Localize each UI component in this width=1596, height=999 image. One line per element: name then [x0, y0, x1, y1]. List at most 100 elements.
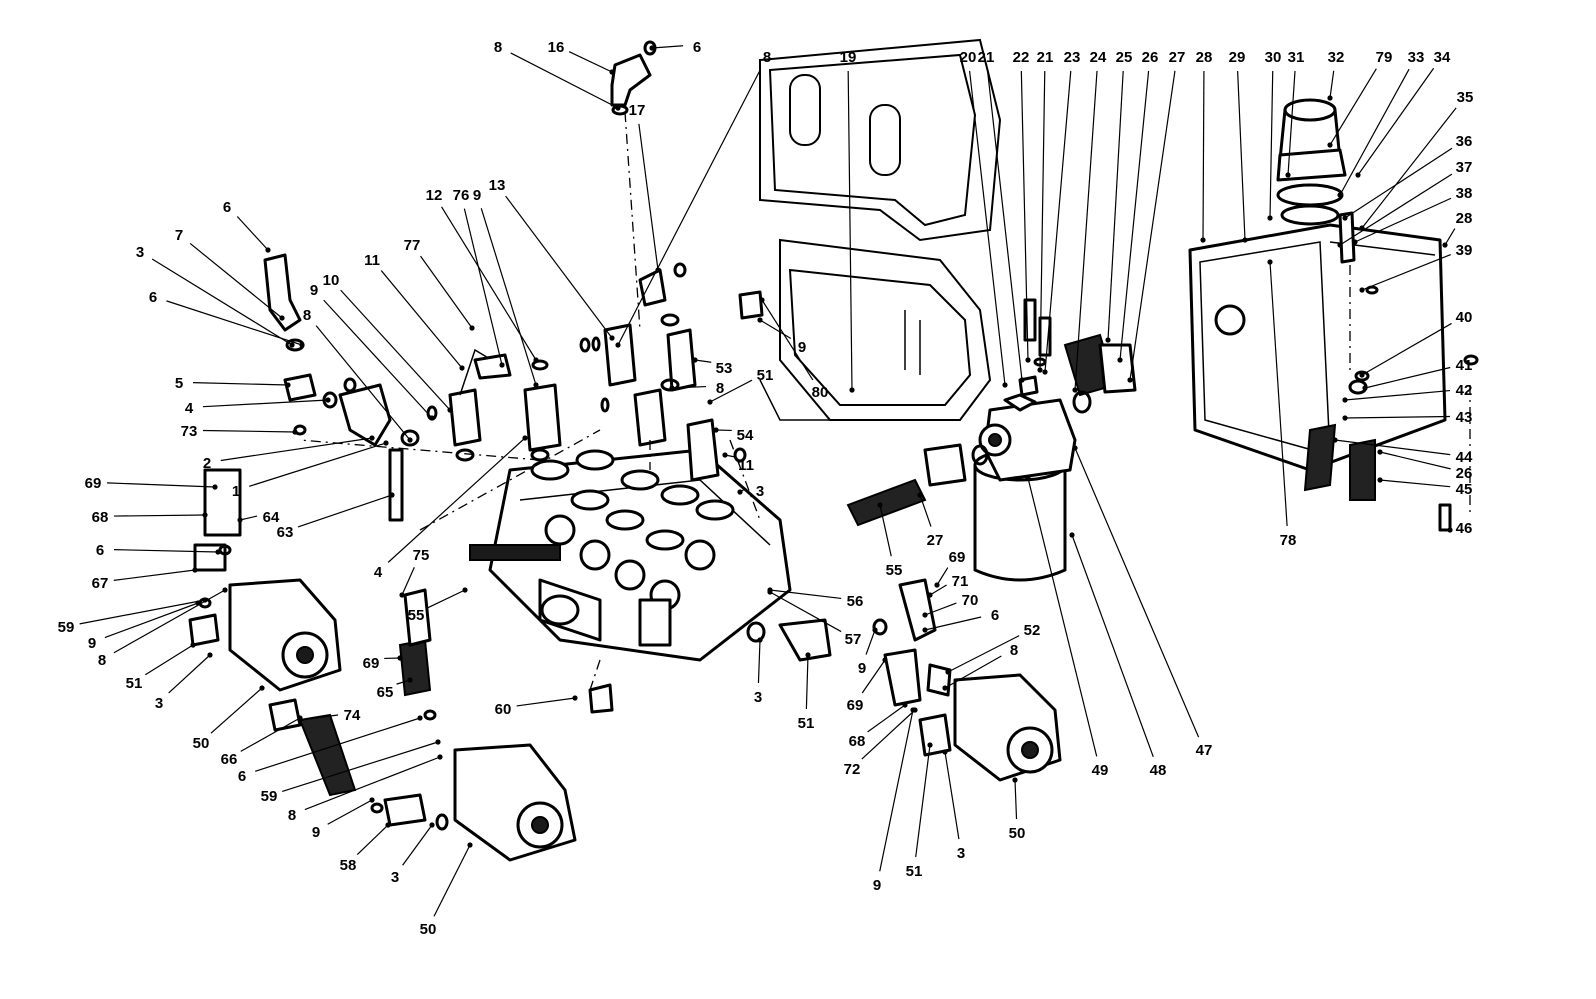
- callout-leader-line: [1379, 479, 1451, 488]
- callout-leader-line: [924, 602, 957, 616]
- callout-number: 74: [344, 707, 361, 724]
- callout-leader-line: [327, 799, 373, 825]
- callout-leader-dot: [467, 842, 473, 848]
- callout-leader-dot: [407, 437, 413, 443]
- callout-leader-dot: [435, 739, 441, 745]
- callout: 16: [548, 39, 615, 75]
- callout: 26: [1377, 449, 1472, 482]
- callout-leader-dot: [279, 315, 285, 321]
- callout-number: 16: [548, 39, 565, 56]
- callout: 50: [1009, 777, 1025, 842]
- callout-leader-dot: [1042, 369, 1048, 375]
- callout-leader-line: [915, 744, 931, 858]
- callout-number: 37: [1456, 159, 1473, 176]
- callout-leader-line: [1344, 389, 1451, 401]
- callout-number: 70: [962, 592, 979, 609]
- callout-number: 5: [175, 375, 183, 392]
- callout-leader-line: [113, 589, 226, 654]
- callout-leader-line: [759, 319, 792, 340]
- callout-number: 54: [737, 427, 754, 444]
- callout-leader-line: [638, 123, 659, 271]
- callout: 71: [927, 573, 968, 598]
- callout-leader-line: [769, 591, 842, 633]
- callout: 60: [495, 695, 578, 718]
- callout-leader-line: [79, 599, 206, 625]
- fittings: [188, 53, 1452, 827]
- callout: 31: [1285, 49, 1304, 178]
- callout-leader-line: [936, 567, 949, 586]
- callout-leader-dot: [1285, 172, 1291, 178]
- callout-leader-line: [323, 299, 433, 419]
- callout-leader-line: [282, 741, 439, 792]
- callout-leader-dot: [805, 652, 811, 658]
- callout-number: 8: [98, 652, 106, 669]
- callout-number: 60: [495, 701, 512, 718]
- callout: 9: [858, 627, 878, 677]
- callout-leader-line: [239, 515, 258, 521]
- callout-number: 80: [812, 384, 829, 401]
- callout-leader-dot: [1342, 397, 1348, 403]
- callout-leader-line: [113, 569, 196, 581]
- callout: 6: [96, 542, 221, 559]
- callout-leader-line: [947, 635, 1020, 673]
- callout: 66: [221, 715, 303, 768]
- callout-number: 41: [1456, 357, 1473, 374]
- callout-leader-line: [433, 844, 471, 917]
- callout: 37: [1337, 159, 1472, 248]
- callout-number: 9: [88, 635, 96, 652]
- callout-leader-dot: [1359, 225, 1365, 231]
- callout-leader-line: [304, 756, 441, 811]
- callout-leader-dot: [462, 587, 468, 593]
- callout: 69: [934, 549, 965, 588]
- callout-number: 59: [261, 788, 278, 805]
- callout-number: 25: [1116, 49, 1133, 66]
- callout-leader-dot: [692, 357, 698, 363]
- callout-leader-dot: [1359, 372, 1365, 378]
- callout-leader-line: [299, 714, 339, 721]
- callout-number: 3: [957, 845, 965, 862]
- callout: 58: [340, 822, 391, 874]
- callout: 35: [1359, 89, 1473, 231]
- callout-leader-line: [255, 717, 421, 772]
- callout-number: 26: [1142, 49, 1159, 66]
- callout-number: 66: [221, 751, 238, 768]
- callout-leader-line: [480, 208, 537, 386]
- callout-leader-dot: [297, 717, 303, 723]
- callout: 69: [847, 657, 888, 714]
- callout-leader-line: [1129, 70, 1176, 381]
- callout-leader-dot: [934, 582, 940, 588]
- callout-number: 32: [1328, 49, 1345, 66]
- callout-leader-line: [1269, 70, 1274, 219]
- callout: 67: [92, 567, 198, 592]
- callout-number: 68: [849, 733, 866, 750]
- callout-leader-line: [1287, 70, 1296, 176]
- callout-leader-dot: [1332, 437, 1338, 443]
- callout-number: 8: [716, 380, 724, 397]
- callout: 12: [426, 187, 539, 363]
- callout: 57: [767, 589, 861, 648]
- callout-number: 40: [1456, 309, 1473, 326]
- callout: 1: [232, 440, 389, 500]
- callout-leader-line: [202, 399, 329, 408]
- callout-leader-dot: [1025, 475, 1031, 481]
- callout: 75: [399, 547, 429, 598]
- callout-number: 30: [1265, 49, 1282, 66]
- callout-leader-line: [1039, 70, 1046, 371]
- callout: 64: [237, 509, 280, 526]
- callout-number: 59: [58, 619, 75, 636]
- callout-leader-line: [861, 709, 916, 760]
- callout-leader-dot: [759, 297, 765, 303]
- pump-left-lower: [453, 743, 577, 862]
- callout: 32: [1327, 49, 1344, 101]
- callout: 3: [391, 822, 435, 886]
- callout-leader-line: [1071, 534, 1154, 758]
- callout: 8: [942, 642, 1018, 691]
- callout-leader-line: [929, 584, 947, 596]
- callout-leader-line: [709, 379, 753, 403]
- callout: 5: [175, 375, 291, 392]
- callout-leader-line: [420, 255, 473, 329]
- callout: 3: [754, 637, 763, 706]
- callout-number: 50: [193, 735, 210, 752]
- callout: 80: [759, 297, 828, 401]
- callout-leader-dot: [849, 387, 855, 393]
